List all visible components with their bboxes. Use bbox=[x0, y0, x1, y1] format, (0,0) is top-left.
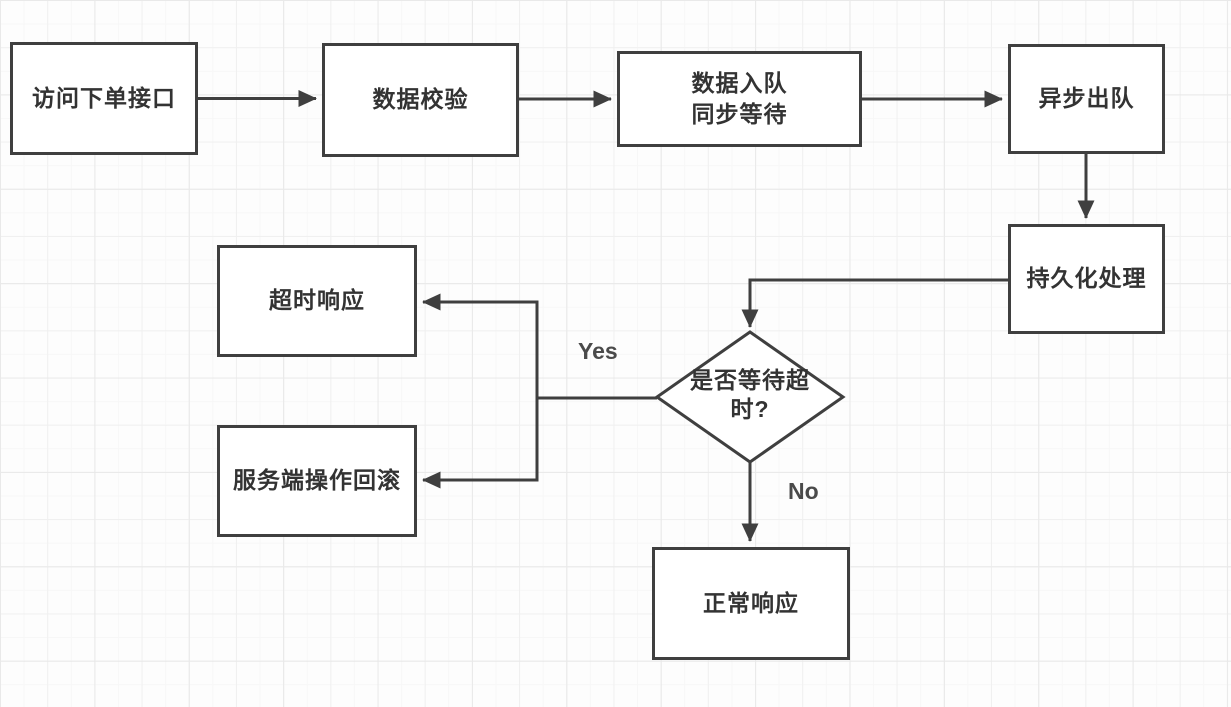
node-enqueue-sync-wait: 数据入队 同步等待 bbox=[617, 51, 862, 147]
edge-label-no: No bbox=[788, 478, 819, 504]
edge-persist-to-decision bbox=[741, 278, 1008, 328]
edge-yes-to-timeout-response bbox=[422, 293, 539, 398]
node-data-validation: 数据校验 bbox=[322, 43, 519, 157]
node-async-dequeue: 异步出队 bbox=[1008, 44, 1165, 154]
node-normal-response: 正常响应 bbox=[652, 547, 850, 660]
node-persistence-processing: 持久化处理 bbox=[1008, 224, 1165, 334]
edge-label-yes: Yes bbox=[578, 338, 618, 364]
node-timeout-response: 超时响应 bbox=[217, 245, 417, 357]
node-access-order-api: 访问下单接口 bbox=[10, 42, 198, 155]
decision-label: 是否等待超时? bbox=[690, 367, 810, 422]
edge-yes-to-rollback bbox=[422, 398, 539, 489]
decision-diamond-shape bbox=[654, 330, 846, 464]
node-server-rollback: 服务端操作回滚 bbox=[217, 425, 417, 537]
